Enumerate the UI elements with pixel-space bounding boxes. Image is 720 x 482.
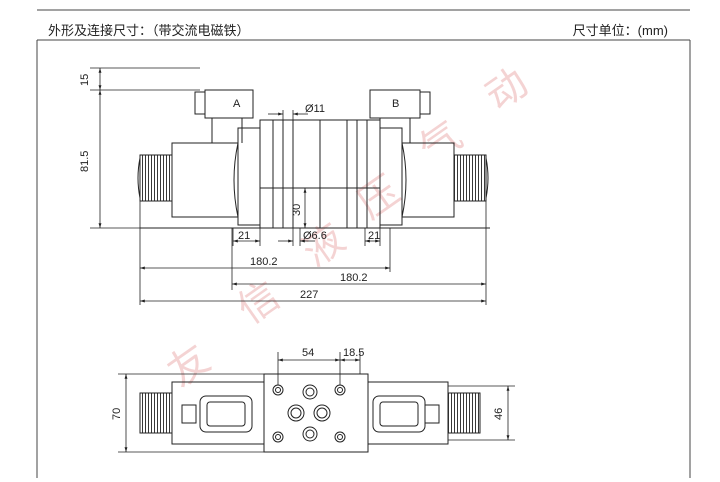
connector-a-housing [204, 89, 254, 119]
connector-a-label: A [233, 98, 241, 110]
dim-180-2-left: 180.2 [250, 256, 278, 268]
dim-15: 15 [79, 74, 91, 86]
unit-label: 尺寸单位：(mm) [572, 23, 668, 38]
top-left-knurl [139, 392, 173, 434]
dim-18-5: 18.5 [343, 347, 364, 359]
sheet-frame [36, 9, 691, 478]
watermark-char-4: 压 [349, 168, 408, 229]
dim-diameter-11: Ø11 [305, 103, 325, 115]
dim-180-2-right: 180.2 [340, 272, 368, 284]
connector-b-label: B [392, 98, 399, 110]
drawing-title: 外形及连接尺寸：（带交流电磁铁） [48, 23, 250, 38]
port-holes [272, 384, 346, 443]
watermark-char-1: 友 [159, 336, 218, 397]
dim-46: 46 [493, 408, 505, 420]
dim-30: 30 [291, 204, 303, 216]
top-dimensions [118, 352, 515, 453]
dim-54: 54 [302, 347, 314, 359]
dim-21-right: 21 [368, 230, 380, 242]
watermark-char-3: 液 [294, 216, 353, 277]
front-view [137, 89, 490, 229]
dim-diameter-6-6: Ø6.6 [303, 230, 327, 242]
dim-70: 70 [111, 408, 123, 420]
right-coil-nut-knurl [453, 154, 487, 202]
dim-81-5: 81.5 [79, 151, 91, 172]
left-coil-nut-knurl [139, 154, 173, 202]
dim-227: 227 [300, 289, 318, 301]
connector-b-screw [419, 91, 431, 115]
front-dimensions [90, 67, 487, 305]
left-tube [237, 127, 261, 226]
watermark-char-2: 信 [229, 273, 288, 334]
watermark-char-6: 动 [477, 60, 536, 121]
top-view [139, 373, 481, 453]
connector-a-screw [194, 91, 206, 115]
top-right-knurl [447, 392, 481, 434]
dim-21-left: 21 [238, 230, 250, 242]
left-coil-body [171, 142, 239, 218]
